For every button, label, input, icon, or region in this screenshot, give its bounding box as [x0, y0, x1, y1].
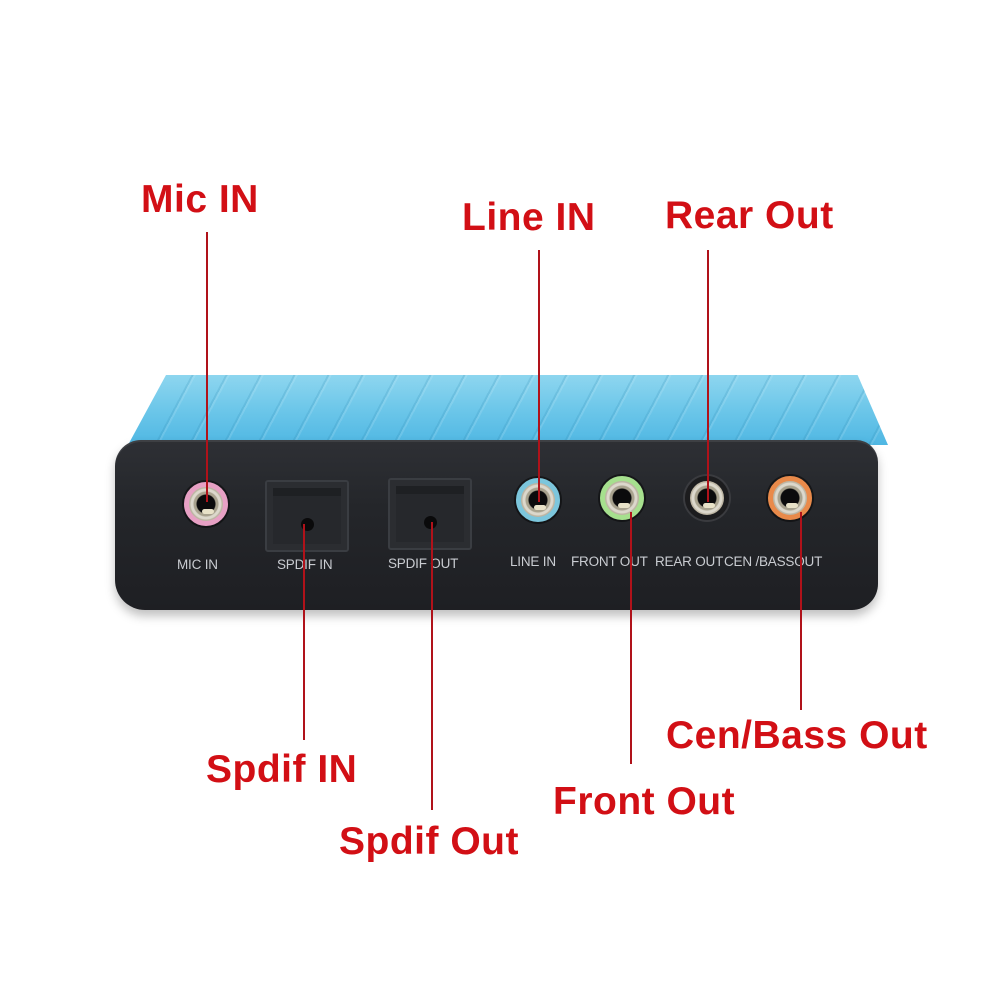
optical-hole: [424, 516, 437, 529]
callout-front-out: Front Out: [553, 780, 736, 823]
port-label-spdif-out: SPDIF OUT: [388, 556, 459, 571]
leader-line-cen-bass-out: [800, 512, 802, 710]
cen-bass-out-jack: [768, 476, 812, 520]
leader-line-line-in: [538, 250, 540, 502]
leader-line-mic-in: [206, 232, 208, 502]
callout-line-in: Line IN: [462, 196, 596, 239]
port-label-line-in: LINE IN: [510, 554, 556, 569]
callout-cen-bass-out: Cen/Bass Out: [666, 714, 928, 757]
sound-card-top-cover: [128, 375, 888, 445]
spdif-in-optical-port: [265, 480, 349, 552]
callout-mic-in: Mic IN: [141, 178, 259, 221]
leader-line-front-out: [630, 512, 632, 764]
port-label-rear-out: REAR OUT: [655, 554, 724, 569]
callout-spdif-out: Spdif Out: [339, 820, 519, 863]
callout-rear-out: Rear Out: [665, 194, 834, 237]
heatsink-ribs: [128, 375, 888, 445]
leader-line-rear-out: [707, 250, 709, 502]
front-out-jack: [600, 476, 644, 520]
port-label-front-out: FRONT OUT: [571, 554, 648, 569]
leader-line-spdif-in: [303, 524, 305, 740]
port-label-cen-bass-out: CEN /BASSOUT: [724, 554, 823, 569]
spdif-out-optical-port: [388, 478, 472, 550]
callout-spdif-in: Spdif IN: [206, 748, 358, 791]
sound-card-front-panel: [115, 440, 878, 610]
port-label-mic-in: MIC IN: [177, 557, 218, 572]
leader-line-spdif-out: [431, 522, 433, 810]
